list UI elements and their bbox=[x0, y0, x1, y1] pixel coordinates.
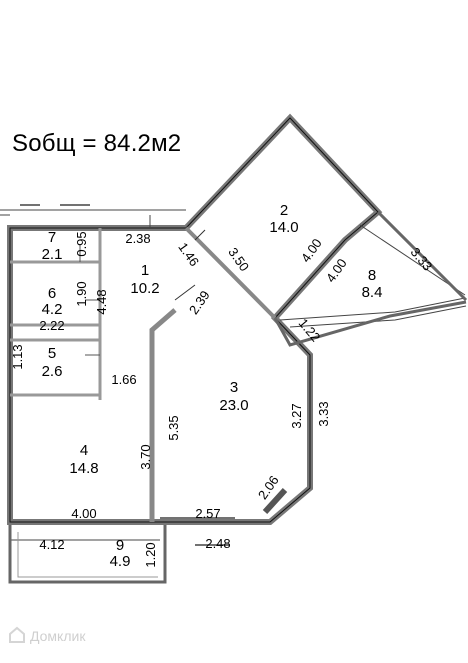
outer-wall bbox=[7, 113, 383, 525]
dim-3-33-a: 3.33 bbox=[408, 245, 436, 274]
room-7-number: 7 bbox=[48, 229, 56, 246]
dim-5-35: 5.35 bbox=[166, 415, 181, 440]
room-5-area: 2.6 bbox=[42, 363, 63, 380]
dim-1-66: 1.66 bbox=[111, 372, 136, 387]
room-5-number: 5 bbox=[48, 345, 56, 362]
dim-2-38: 2.38 bbox=[125, 231, 150, 246]
room-3-area: 23.0 bbox=[219, 397, 248, 414]
total-area: Sобщ = 84.2м2 bbox=[12, 130, 182, 157]
room-1-number: 1 bbox=[141, 262, 149, 279]
dim-4-48: 4.48 bbox=[94, 289, 109, 314]
dim-4-00-c: 4.00 bbox=[71, 506, 96, 521]
dim-2-22: 2.22 bbox=[39, 318, 64, 333]
room-2-number: 2 bbox=[280, 202, 288, 219]
balcony-8 bbox=[273, 210, 468, 347]
room-1-area: 10.2 bbox=[130, 280, 159, 297]
dim-4-00-a: 4.00 bbox=[298, 236, 325, 265]
room-3-number: 3 bbox=[230, 379, 238, 396]
dim-3-27: 3.27 bbox=[289, 403, 304, 428]
dim-2-57: 2.57 bbox=[195, 506, 220, 521]
dim-1-13: 1.13 bbox=[10, 344, 25, 369]
dim-0-95: 0.95 bbox=[74, 231, 89, 256]
room-2-area: 14.0 bbox=[269, 219, 298, 236]
room-8-area: 8.4 bbox=[362, 284, 383, 301]
dim-3-70: 3.70 bbox=[138, 444, 153, 469]
wall-room2 bbox=[184, 226, 277, 320]
dim-2-39: 2.39 bbox=[186, 288, 213, 317]
wall-wc bbox=[10, 260, 100, 397]
dim-3-33-b: 3.33 bbox=[316, 401, 331, 426]
dim-2-48: 2.48 bbox=[205, 536, 230, 551]
room-7-area: 2.1 bbox=[42, 246, 63, 263]
dim-1-46: 1.46 bbox=[175, 240, 202, 269]
wall-room3 bbox=[149, 308, 177, 522]
room-9-area: 4.9 bbox=[110, 553, 131, 570]
room-6-number: 6 bbox=[48, 285, 56, 302]
watermark: Домклик bbox=[30, 628, 86, 644]
room-6-area: 4.2 bbox=[42, 301, 63, 318]
room-4-number: 4 bbox=[80, 442, 88, 459]
room-8-number: 8 bbox=[368, 267, 376, 284]
dim-4-12: 4.12 bbox=[39, 537, 64, 552]
room-4-area: 14.8 bbox=[69, 460, 98, 477]
room-9-number: 9 bbox=[116, 537, 124, 554]
balcony-9 bbox=[8, 525, 167, 584]
dim-1-20: 1.20 bbox=[143, 542, 158, 567]
watermark-icon bbox=[9, 626, 25, 643]
dim-1-90: 1.90 bbox=[74, 281, 89, 306]
